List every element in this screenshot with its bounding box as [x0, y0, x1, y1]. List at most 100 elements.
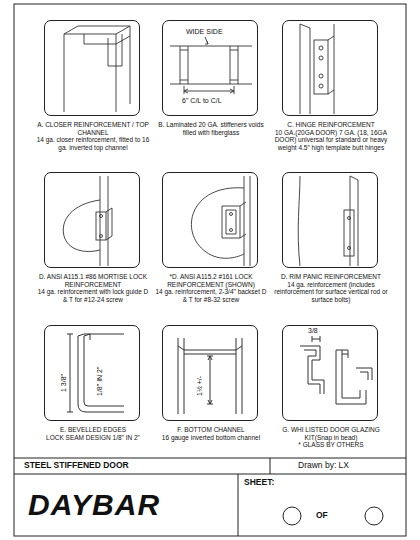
caption: A. CLOSER REINFORCEMENT / TOP CHANNEL14 …	[35, 121, 151, 151]
caption: *D. ANSI A115.2 #161 LOCK REINFORCEMENT …	[153, 273, 269, 303]
detail-panel: D. ANSI A115.1 #86 MORTISE LOCK REINFORC…	[44, 172, 140, 268]
detail-title: A. CLOSER REINFORCEMENT / TOP CHANNEL	[35, 121, 151, 136]
detail-panel: E. BEVELLED EDGESLOCK SEAM DESIGN 1/8" I…	[44, 325, 140, 421]
title-block-text: Drawn by: LX	[298, 461, 349, 471]
title-block-cell: Drawn by: LX	[270, 458, 406, 474]
mortise-lock-reinforcement-stroke	[106, 208, 112, 240]
title-block-text: OF	[316, 511, 328, 521]
cylindrical-lock-reinforcement-stroke	[230, 213, 233, 216]
detail-title: *D. ANSI A115.2 #161 LOCK REINFORCEMENT …	[153, 273, 269, 288]
detail-note: 14 ga. closer reinforcement, fitted to 1…	[35, 136, 151, 151]
stiffener-section-stroke	[180, 46, 188, 84]
lock-seam-profile-stroke	[78, 334, 124, 412]
detail-note: 14 ga. reinforcement with lock guide D &…	[35, 288, 151, 303]
bottom-channel-stroke	[208, 356, 212, 404]
glazing-kit-profile-stroke	[336, 350, 366, 404]
caption: G. WHI LISTED DOOR GLAZING KIT(Snap in b…	[273, 426, 389, 449]
bottom-channel-stroke	[207, 356, 213, 404]
detail-note: 14 ga. reinforcement (includes reinforce…	[273, 281, 389, 304]
glazing-kit-profile-stroke	[336, 350, 348, 358]
caption: F. BOTTOM CHANNEL16 gauge inverted botto…	[153, 426, 269, 441]
closer-reinforcement-stroke	[64, 26, 130, 112]
detail-panel: A. CLOSER REINFORCEMENT / TOP CHANNEL14 …	[44, 20, 140, 116]
hinge-reinforcement-stroke	[319, 56, 323, 60]
bottom-channel-stroke	[178, 346, 242, 350]
cylindrical-lock-reinforcement-stroke	[222, 206, 240, 238]
mortise-lock-reinforcement-stroke	[63, 200, 100, 251]
lock-seam-profile	[67, 334, 124, 412]
dimension-label: 3/8	[308, 327, 318, 335]
bottom-channel-stroke	[184, 350, 236, 354]
rim-panic-reinforcement-stroke	[344, 210, 354, 256]
detail-note: 16 gauge inverted bottom channel	[153, 434, 269, 442]
cylindrical-lock-reinforcement-stroke	[230, 229, 233, 232]
title-block-cell: SHEET: OF	[238, 474, 406, 536]
title-block-cell: STEEL STIFFENED DOOR	[14, 458, 270, 474]
rim-panic-reinforcement-stroke	[298, 176, 300, 266]
dimension-label: 1 3/8"	[60, 374, 68, 392]
dimension-label: 1½ +/-	[196, 376, 204, 396]
detail-title: G. WHI LISTED DOOR GLAZING KIT(Snap in b…	[273, 426, 389, 441]
bottom-channel-stroke	[184, 338, 236, 414]
detail-note: 14 ga. reinforcement, 2-3/4" backset D &…	[153, 288, 269, 303]
closer-reinforcement-stroke	[64, 26, 130, 34]
detail-panel: C. HINGE REINFORCEMENT10 GA.(20GA DOOR) …	[282, 20, 378, 116]
stiffener-section-stroke	[230, 46, 238, 84]
annotation: WIDE SIDE	[186, 28, 223, 36]
title-block-lines-stroke	[365, 507, 383, 525]
lock-seam-profile-stroke	[84, 334, 124, 406]
title-block-lines-stroke	[14, 474, 406, 475]
cylindrical-lock-reinforcement-stroke	[244, 176, 250, 266]
rim-panic-reinforcement-stroke	[348, 247, 351, 250]
title-block-lines-stroke	[14, 458, 406, 459]
title-block-text: STEEL STIFFENED DOOR	[24, 461, 129, 471]
mortise-lock-reinforcement-stroke	[96, 212, 106, 240]
closer-reinforcement-stroke	[84, 34, 116, 44]
title-block-lines	[14, 4, 406, 536]
cylindrical-lock-reinforcement	[191, 176, 250, 266]
hinge-reinforcement-stroke	[314, 40, 328, 94]
dimension-label: 1/8" IN 2"	[96, 367, 104, 396]
annotation: 6" C/L to C/L	[182, 97, 222, 105]
detail-title: E. BEVELLED EDGES	[35, 426, 151, 434]
hinge-reinforcement-stroke	[319, 74, 323, 78]
mortise-lock-reinforcement	[63, 176, 112, 266]
title-block-text: SHEET:	[244, 478, 274, 488]
title-block-lines-stroke	[270, 458, 271, 474]
glazing-kit-profile-stroke	[300, 346, 324, 394]
detail-note: * GLASS BY OTHERS	[273, 441, 389, 449]
glazing-kit-profile-stroke	[312, 336, 320, 342]
title-block-cell: DAYBAR	[14, 474, 238, 536]
stiffener-section	[170, 37, 252, 94]
rim-panic-reinforcement-stroke	[348, 217, 351, 220]
detail-title: C. HINGE REINFORCEMENT	[273, 121, 389, 129]
detail-title: F. BOTTOM CHANNEL	[153, 426, 269, 434]
hinge-reinforcement-stroke	[319, 46, 323, 50]
hinge-reinforcement-stroke	[319, 84, 323, 88]
detail-title: D. RIM PANIC REINFORCEMENT	[273, 273, 389, 281]
stiffener-section-stroke	[184, 89, 234, 93]
title-block-lines-stroke	[14, 4, 406, 536]
cylindrical-lock-reinforcement-stroke	[240, 202, 246, 238]
rim-panic-reinforcement	[298, 176, 358, 266]
stiffener-section-stroke	[205, 37, 208, 44]
caption: D. RIM PANIC REINFORCEMENT14 ga. reinfor…	[273, 273, 389, 303]
caption: D. ANSI A115.1 #86 MORTISE LOCK REINFORC…	[35, 273, 151, 303]
detail-note: LOCK SEAM DESIGN 1/8" IN 2"	[35, 434, 151, 442]
bottom-channel	[178, 338, 242, 414]
caption: E. BEVELLED EDGESLOCK SEAM DESIGN 1/8" I…	[35, 426, 151, 441]
cylindrical-lock-reinforcement-stroke	[191, 188, 244, 259]
caption: C. HINGE REINFORCEMENT10 GA.(20GA DOOR) …	[273, 121, 389, 151]
detail-panel: *D. ANSI A115.2 #161 LOCK REINFORCEMENT …	[162, 172, 258, 268]
closer-reinforcement-stroke	[108, 34, 122, 66]
hinge-reinforcement-stroke	[300, 24, 334, 114]
title-block-lines-stroke	[283, 507, 301, 525]
detail-panel: G. WHI LISTED DOOR GLAZING KIT(Snap in b…	[282, 325, 378, 421]
detail-panel: F. BOTTOM CHANNEL16 gauge inverted botto…	[162, 325, 258, 421]
cylindrical-lock-reinforcement-stroke	[226, 210, 236, 234]
mortise-lock-reinforcement-stroke	[100, 176, 108, 266]
mortise-lock-reinforcement-stroke	[100, 235, 103, 238]
hinge-reinforcement	[300, 24, 334, 114]
